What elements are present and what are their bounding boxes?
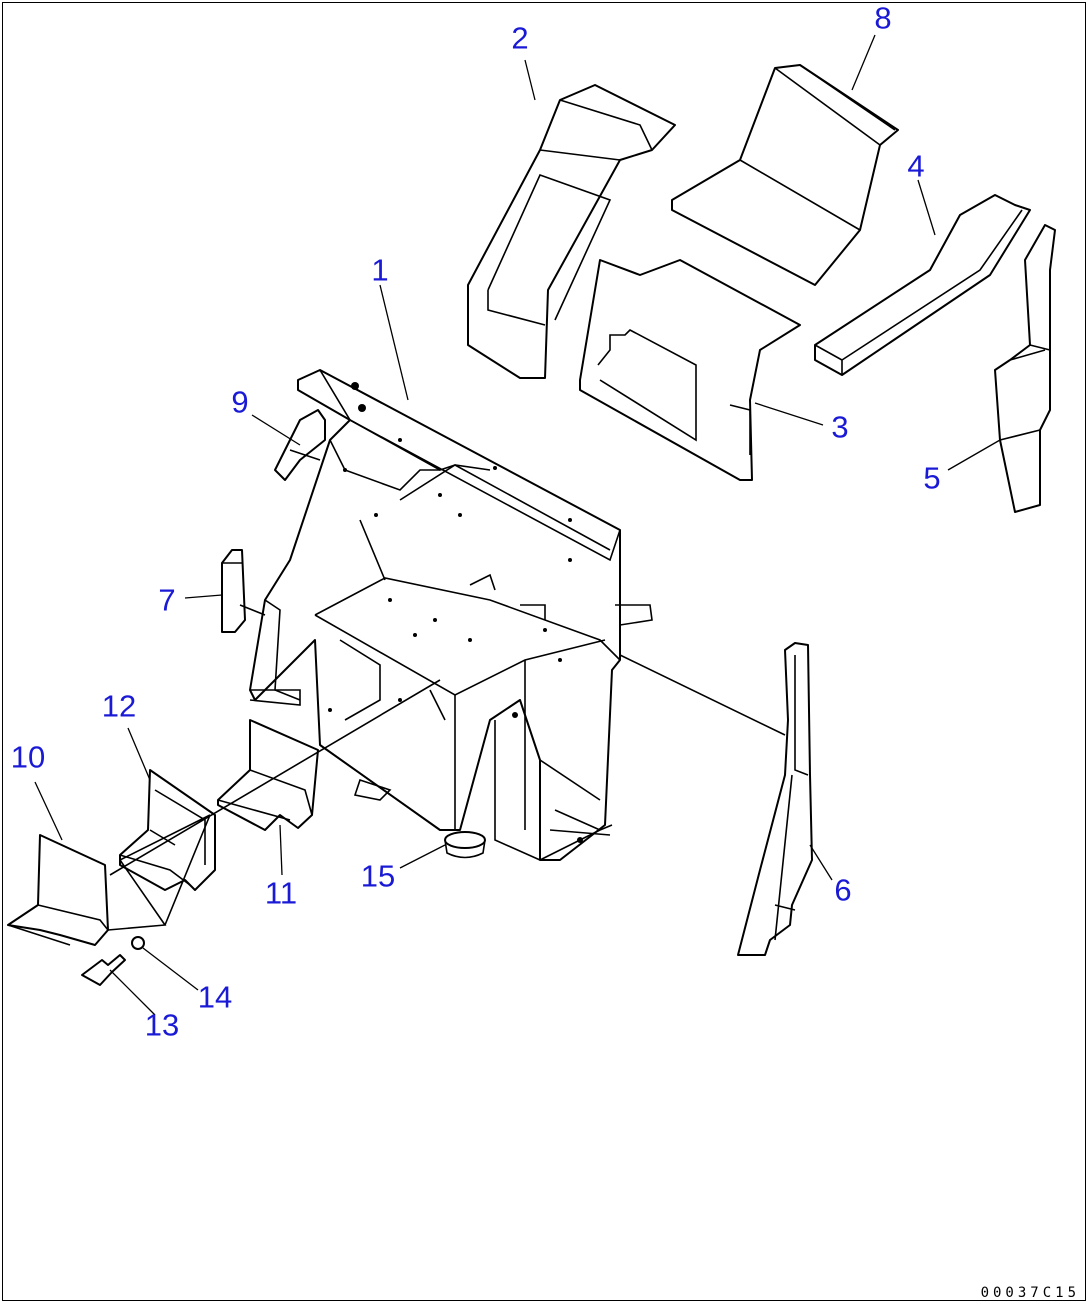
leader-lines [34, 34, 1001, 1016]
part-14-washer [131, 936, 145, 950]
part-15-cap [444, 831, 486, 859]
callout-3: 3 [831, 409, 849, 445]
callout-10: 10 [10, 739, 46, 775]
part-4-rail [814, 194, 1031, 376]
part-10-plate [7, 834, 109, 946]
part-7-block [221, 549, 246, 633]
part-2-cover [467, 84, 676, 379]
part-12-plate [119, 769, 216, 891]
callout-11: 11 [264, 875, 298, 911]
part-5-upright [994, 224, 1056, 513]
part-11-bracket [217, 719, 319, 831]
callout-2: 2 [511, 20, 529, 56]
assembly-line [107, 449, 786, 931]
drawing-code: 00037C15 [980, 1285, 1080, 1301]
callout-5: 5 [923, 460, 941, 496]
callout-6: 6 [834, 872, 852, 908]
part-13-bolt [81, 954, 126, 986]
callout-12: 12 [101, 688, 137, 724]
callout-9: 9 [231, 384, 249, 420]
callout-4: 4 [907, 148, 925, 184]
part-8-panel [671, 64, 899, 286]
callout-14: 14 [197, 979, 233, 1015]
callout-15: 15 [360, 858, 396, 894]
callout-7: 7 [158, 582, 176, 618]
callout-1: 1 [371, 252, 389, 288]
part-6-upright [737, 642, 813, 956]
part-3-panel [579, 259, 801, 481]
callout-13: 13 [144, 1007, 180, 1043]
callout-8: 8 [874, 0, 892, 36]
